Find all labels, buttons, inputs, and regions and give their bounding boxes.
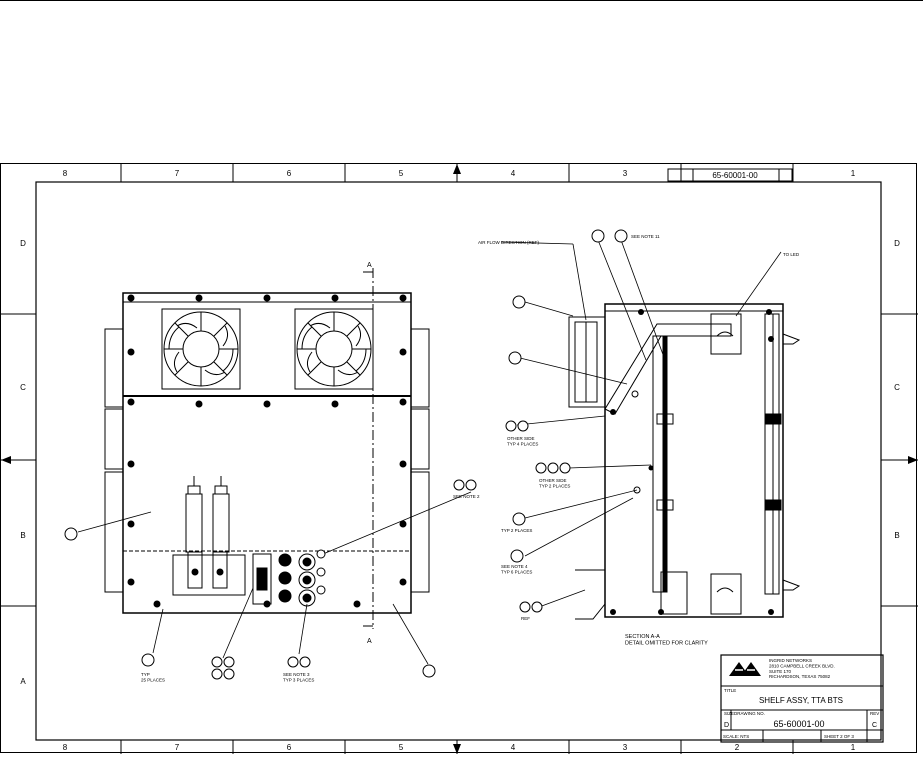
fan-icon — [294, 308, 374, 390]
section-marker: A — [367, 638, 372, 645]
note-to-led: TO LED — [783, 252, 800, 257]
drawing-title: SHELF ASSY, TTA BTS — [759, 696, 843, 705]
zone-row-label: B — [20, 531, 25, 540]
title-block — [720, 654, 884, 743]
note-ref: REF — [521, 616, 530, 621]
size-value: D — [724, 722, 729, 729]
section-view — [568, 303, 801, 620]
zone-col-label: 2 — [735, 743, 740, 752]
engineering-drawing: 8 7 6 5 4 3 1 8 7 6 5 4 3 2 1 D C B A D … — [1, 164, 918, 754]
zone-row-label: C — [20, 383, 26, 392]
top-rule — [0, 0, 923, 1]
scale: SCALE: NTS — [723, 734, 749, 739]
size-label: SIZE — [724, 711, 734, 716]
zone-col-label: 1 — [851, 743, 856, 752]
zone-col-label: 7 — [175, 743, 180, 752]
zone-col-label: 3 — [623, 169, 628, 178]
drawing-number-box: 65-60001-00 — [667, 168, 793, 182]
zone-col-label: 6 — [287, 169, 292, 178]
company-logo — [729, 662, 761, 676]
zone-col-label: 5 — [399, 743, 404, 752]
rev-value: C — [872, 722, 877, 729]
zone-col-label: 4 — [511, 743, 516, 752]
zone-col-label: 1 — [851, 169, 856, 178]
zone-row-label: C — [894, 383, 900, 392]
drawing-sheet: 8 7 6 5 4 3 1 8 7 6 5 4 3 2 1 D C B A D … — [0, 163, 918, 754]
drawing-number-top: 65-60001-00 — [712, 171, 758, 180]
note-typ-2: TYP 2 PLACES — [501, 528, 532, 533]
zone-col-label: 3 — [623, 743, 628, 752]
zone-col-label: 6 — [287, 743, 292, 752]
section-marker: A — [367, 262, 372, 269]
zone-col-label: 7 — [175, 169, 180, 178]
title-label: TITLE — [724, 688, 736, 693]
note-see-note-2: SEE NOTE 2 — [453, 494, 480, 499]
note-see-note-11: SEE NOTE 11 — [631, 234, 660, 239]
zone-col-label: 8 — [63, 169, 68, 178]
zone-col-label: 8 — [63, 743, 68, 752]
zone-row-label: B — [894, 531, 899, 540]
note-air-flow: AIR FLOW DIRECTION (REF) — [478, 240, 539, 245]
sheet: SHEET 2 OF 3 — [824, 734, 854, 739]
rev-label: REV — [870, 711, 879, 716]
fan-icon — [161, 308, 241, 390]
dwg-label: DRAWING NO. — [734, 711, 765, 716]
callout-balloon — [505, 229, 628, 613]
zone-col-label: 4 — [511, 169, 516, 178]
zone-col-label: 5 — [399, 169, 404, 178]
zone-row-label: A — [20, 677, 26, 686]
front-view — [104, 268, 430, 629]
drawing-number: 65-60001-00 — [773, 719, 824, 729]
callout-balloon — [64, 479, 477, 680]
zone-row-label: D — [20, 239, 26, 248]
zone-row-label: D — [894, 239, 900, 248]
